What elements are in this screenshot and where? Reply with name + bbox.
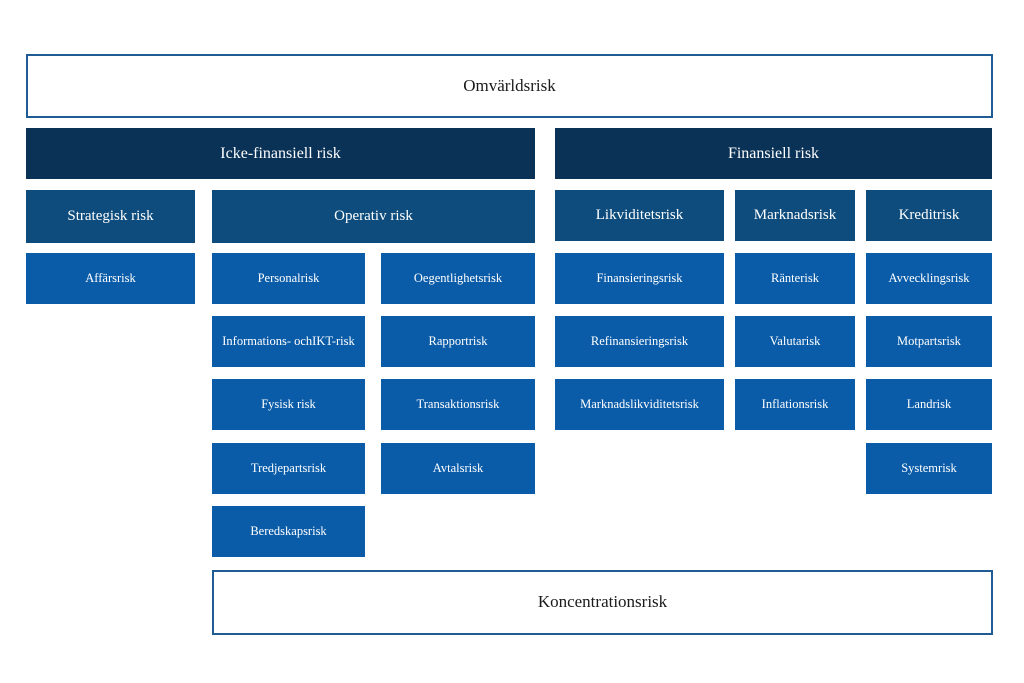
category-operativ-risk: Operativ risk	[212, 190, 535, 243]
risk-valutarisk: Valutarisk	[735, 316, 855, 367]
risk-ranterisk: Ränterisk	[735, 253, 855, 304]
risk-transaktionsrisk: Transaktionsrisk	[381, 379, 535, 430]
category-marknadsrisk: Marknadsrisk	[735, 190, 855, 241]
category-strategisk-risk: Strategisk risk	[26, 190, 195, 243]
risk-landrisk: Landrisk	[866, 379, 992, 430]
category-kreditrisk: Kreditrisk	[866, 190, 992, 241]
omvarldsrisk-band: Omvärldsrisk	[26, 54, 993, 118]
risk-rapportrisk: Rapportrisk	[381, 316, 535, 367]
risk-avvecklingsrisk: Avvecklingsrisk	[866, 253, 992, 304]
risk-affarsrisk: Affärsrisk	[26, 253, 195, 304]
risk-refinansieringsrisk: Refinansieringsrisk	[555, 316, 724, 367]
risk-marknadslikviditetsrisk: Marknadslikviditetsrisk	[555, 379, 724, 430]
category-likviditetsrisk: Likviditetsrisk	[555, 190, 724, 241]
risk-avtalsrisk: Avtalsrisk	[381, 443, 535, 494]
risk-oegentlighetsrisk: Oegentlighetsrisk	[381, 253, 535, 304]
risk-informations-och-ikt-risk: Informations- och IKT-risk	[212, 316, 365, 367]
risk-beredskapsrisk: Beredskapsrisk	[212, 506, 365, 557]
risk-tredjepartsrisk: Tredjepartsrisk	[212, 443, 365, 494]
risk-label-line-1: Informations- och	[222, 333, 313, 348]
risk-fysisk-risk: Fysisk risk	[212, 379, 365, 430]
group-header-finansiell-risk: Finansiell risk	[555, 128, 992, 179]
risk-inflationsrisk: Inflationsrisk	[735, 379, 855, 430]
risk-motpartsrisk: Motpartsrisk	[866, 316, 992, 367]
risk-systemrisk: Systemrisk	[866, 443, 992, 494]
risk-personalrisk: Personalrisk	[212, 253, 365, 304]
risk-label-line-2: IKT-risk	[312, 333, 355, 348]
group-header-icke-finansiell-risk: Icke-finansiell risk	[26, 128, 535, 179]
risk-finansieringsrisk: Finansieringsrisk	[555, 253, 724, 304]
koncentrationsrisk-band: Koncentrationsrisk	[212, 570, 993, 635]
